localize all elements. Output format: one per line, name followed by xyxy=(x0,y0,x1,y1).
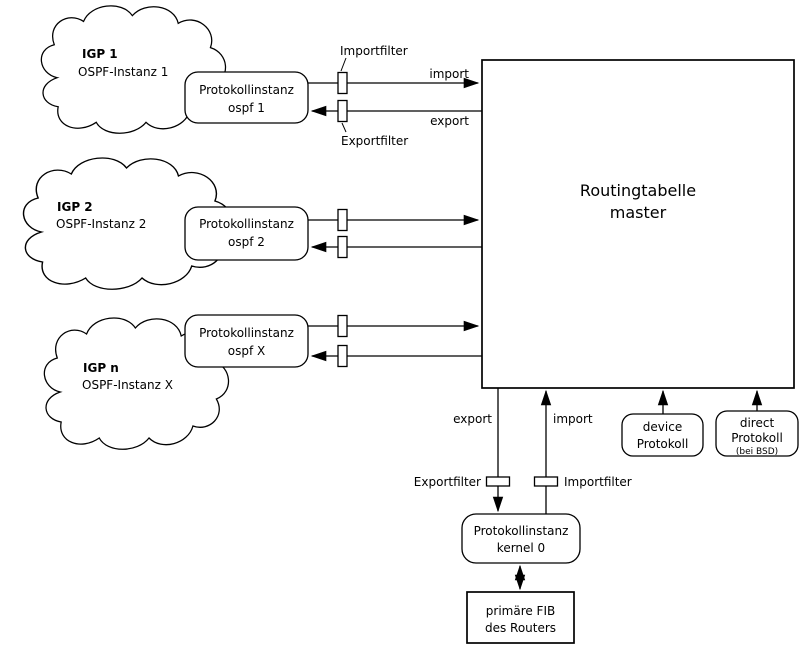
device-line2: Protokoll xyxy=(637,437,689,451)
cloud-igp-n: IGP n OSPF-Instanz X xyxy=(43,317,230,450)
cloud-3-title: IGP n xyxy=(83,361,119,375)
export-bottom-label: export xyxy=(453,412,492,426)
direct-line1: direct xyxy=(740,416,775,430)
kernel-flow: export import Exportfilter Importfilter xyxy=(414,388,632,514)
cloud-igp-2: IGP 2 OSPF-Instanz 2 xyxy=(22,157,233,290)
protocol-3-line2: ospf X xyxy=(228,344,265,358)
protocol-1-line1: Protokollinstanz xyxy=(199,83,294,97)
direct-line2: Protokoll xyxy=(731,431,783,445)
master-line1: Routingtabelle xyxy=(580,181,696,200)
cloud-3-subtitle: OSPF-Instanz X xyxy=(82,378,173,392)
flow-row-2 xyxy=(308,208,482,259)
protocol-2-line2: ospf 2 xyxy=(228,235,265,249)
exportfilter-box-2 xyxy=(337,235,348,259)
protocol-1-line2: ospf 1 xyxy=(228,101,265,115)
routing-table-master-box: Routingtabelle master xyxy=(481,59,795,389)
device-protocol-box: device Protokoll xyxy=(621,389,704,457)
import-top-label: import xyxy=(429,67,469,81)
importfilter-box-3 xyxy=(337,314,348,338)
protocol-box-ospf-2: Protokollinstanz ospf 2 xyxy=(184,206,309,261)
cloud-2-title: IGP 2 xyxy=(57,200,93,214)
export-top-label: export xyxy=(430,114,469,128)
protocol-2-line1: Protokollinstanz xyxy=(199,217,294,231)
kernel-line1: Protokollinstanz xyxy=(474,524,569,538)
importfilter-box-2 xyxy=(337,208,348,232)
flow-row-1: Importfilter Exportfilter import export xyxy=(308,44,482,148)
master-line2: master xyxy=(610,203,667,222)
direct-protocol-box: direct Protokoll (bei BSD) xyxy=(715,389,799,457)
kernel-protocol-box: Protokollinstanz kernel 0 xyxy=(461,513,581,564)
cloud-1-subtitle: OSPF-Instanz 1 xyxy=(78,65,168,79)
device-line1: device xyxy=(643,420,682,434)
fib-line2: des Routers xyxy=(485,621,556,635)
kernel-line2: kernel 0 xyxy=(497,541,545,555)
exportfilter-box-1 xyxy=(337,99,348,123)
protocol-box-ospf-1: Protokollinstanz ospf 1 xyxy=(184,71,309,124)
cloud-1-title: IGP 1 xyxy=(82,47,118,61)
importfilter-bottom-label: Importfilter xyxy=(564,475,632,489)
protocol-box-ospf-x: Protokollinstanz ospf X xyxy=(184,314,309,368)
importfilter-box-bottom xyxy=(533,476,559,487)
cloud-igp-1: IGP 1 OSPF-Instanz 1 xyxy=(40,5,227,134)
import-bottom-label: import xyxy=(553,412,593,426)
exportfilter-bottom-label: Exportfilter xyxy=(414,475,481,489)
importfilter-top-label: Importfilter xyxy=(340,44,408,58)
importfilter-leader-line xyxy=(340,57,347,72)
exportfilter-box-bottom xyxy=(485,476,511,487)
importfilter-box-1 xyxy=(337,71,348,95)
exportfilter-leader-line xyxy=(341,122,347,133)
cloud-2-subtitle: OSPF-Instanz 2 xyxy=(56,217,146,231)
direct-line3: (bei BSD) xyxy=(736,447,778,457)
flow-row-3 xyxy=(308,314,482,368)
fib-box: primäre FIB des Routers xyxy=(466,591,575,644)
fib-line1: primäre FIB xyxy=(486,604,555,618)
exportfilter-top-label: Exportfilter xyxy=(341,134,408,148)
exportfilter-box-3 xyxy=(337,344,348,368)
protocol-3-line1: Protokollinstanz xyxy=(199,326,294,340)
